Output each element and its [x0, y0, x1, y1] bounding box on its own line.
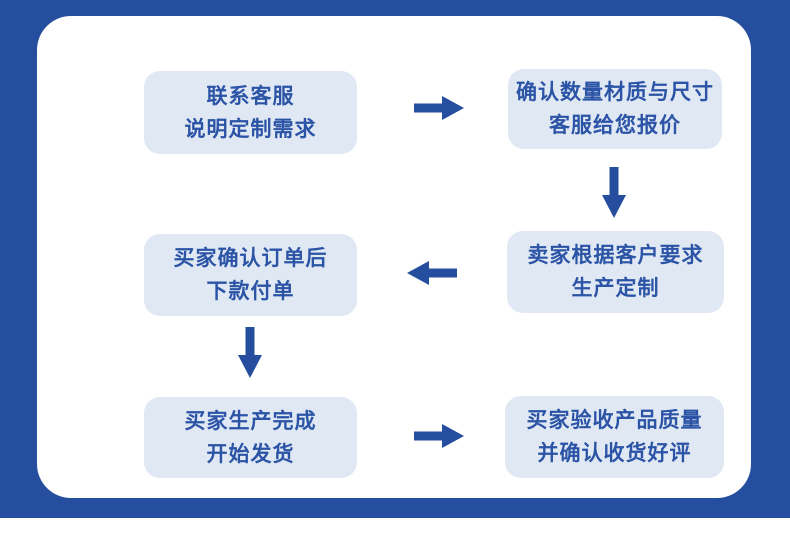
step-text-line1: 卖家根据客户要求	[527, 244, 704, 267]
flow-step-confirm-quote: 确认数量材质与尺寸 客服给您报价	[508, 69, 722, 149]
step-text-line1: 买家验收产品质量	[526, 409, 703, 432]
arrow-down-icon	[601, 167, 627, 218]
step-text-line1: 联系客服	[206, 84, 295, 108]
step-text-line1: 买家确认订单后	[173, 247, 328, 270]
flow-step-production-done-ship: 买家生产完成 开始发货	[144, 397, 357, 478]
arrow-left-icon	[407, 260, 457, 286]
step-text-line2: 开始发货	[206, 442, 295, 466]
arrow-right-icon	[414, 95, 464, 121]
flow-step-contact-service: 联系客服 说明定制需求	[144, 71, 357, 154]
flow-step-buyer-inspect-review: 买家验收产品质量 并确认收货好评	[505, 396, 724, 478]
arrow-down-icon	[237, 327, 263, 378]
arrow-right-icon	[414, 423, 464, 449]
flow-step-buyer-confirm-order: 买家确认订单后 下款付单	[144, 234, 357, 316]
step-text-line2: 生产定制	[571, 277, 660, 300]
flowchart-card: 联系客服 说明定制需求 确认数量材质与尺寸 客服给您报价 买家确认订单后 下款付…	[37, 16, 751, 498]
step-text-line2: 客服给您报价	[549, 114, 681, 137]
step-text-line2: 说明定制需求	[184, 117, 317, 141]
step-text-line1: 确认数量材质与尺寸	[516, 81, 714, 104]
flow-step-seller-produce: 卖家根据客户要求 生产定制	[507, 231, 724, 313]
step-text-line2: 下款付单	[206, 280, 295, 303]
step-text-line2: 并确认收货好评	[537, 442, 692, 465]
step-text-line1: 买家生产完成	[184, 409, 317, 433]
